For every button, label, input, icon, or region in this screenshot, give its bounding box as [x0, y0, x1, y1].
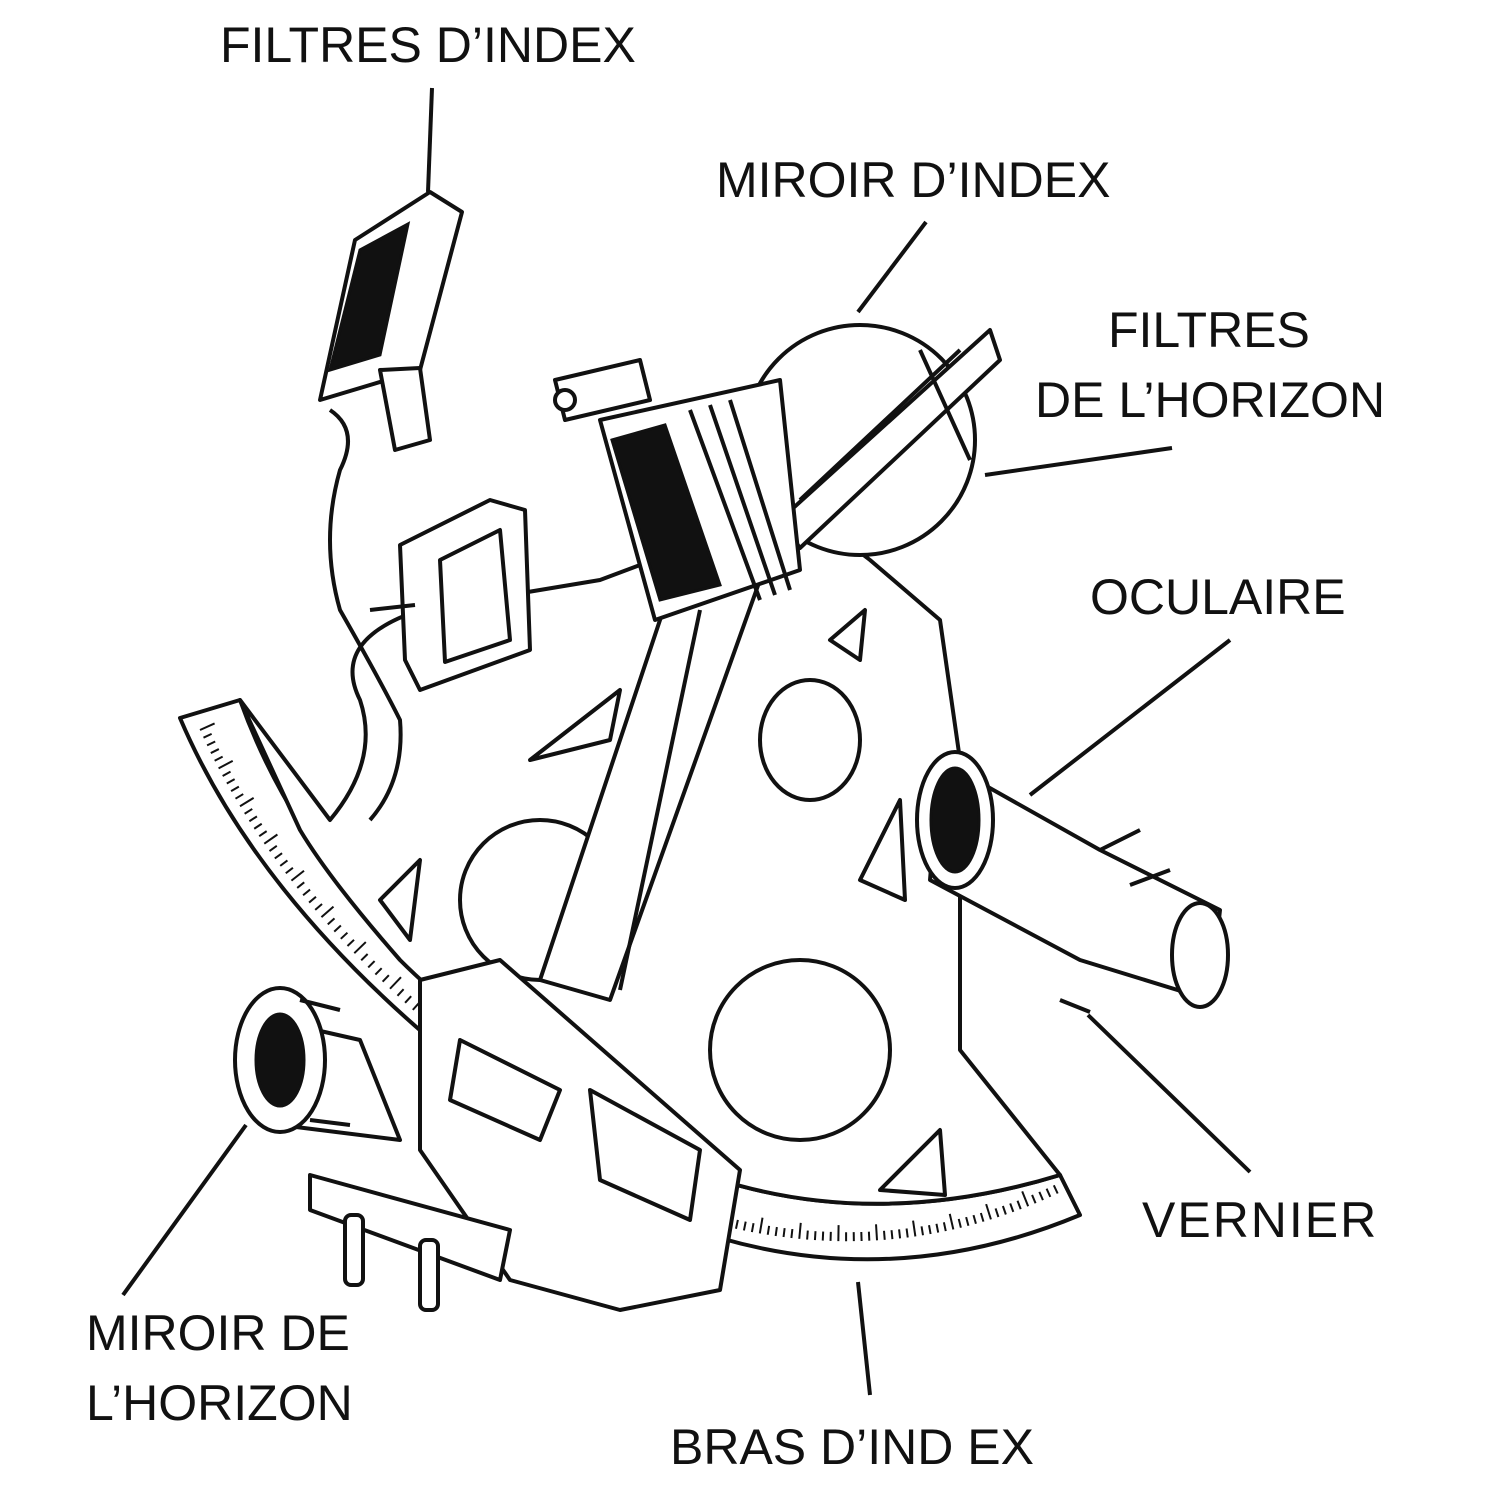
scale-tick [784, 1228, 785, 1237]
scale-tick [815, 1231, 816, 1240]
scale-tick [807, 1231, 808, 1240]
leader-horizon-filters [985, 448, 1172, 475]
scale-tick [899, 1229, 900, 1238]
scale-tick [922, 1226, 923, 1235]
label-vernier: VERNIER [1142, 1195, 1378, 1245]
leader-index-mirror [858, 222, 926, 312]
label-horizon-filters-line1: FILTRES [1108, 305, 1310, 355]
scale-tick [791, 1229, 792, 1238]
label-index-arm: BRAS D’IND EX [670, 1422, 1034, 1472]
label-index-filters: FILTRES D’INDEX [220, 20, 636, 70]
telescope [917, 752, 1228, 1012]
horizon-mirror-housing [235, 988, 400, 1140]
scale-tick [892, 1230, 893, 1239]
label-index-mirror: MIROIR D’INDEX [716, 155, 1110, 205]
label-eyepiece: OCULAIRE [1090, 572, 1346, 622]
label-horizon-mirror-line2: L’HORIZON [86, 1378, 353, 1428]
scale-tick [876, 1224, 877, 1240]
leader-index-filters [428, 88, 432, 192]
scale-tick [907, 1229, 908, 1238]
leader-eyepiece [1030, 640, 1230, 795]
scale-tick [768, 1226, 769, 1235]
label-horizon-mirror-line1: MIROIR DE [86, 1308, 350, 1358]
scale-tick [776, 1227, 777, 1236]
label-horizon-filters-line2: DE L’HORIZON [1035, 375, 1385, 425]
leader-vernier [1088, 1015, 1250, 1172]
leader-index-arm [858, 1282, 870, 1395]
scale-tick [884, 1231, 885, 1240]
leader-horizon-mirror [123, 1125, 246, 1295]
